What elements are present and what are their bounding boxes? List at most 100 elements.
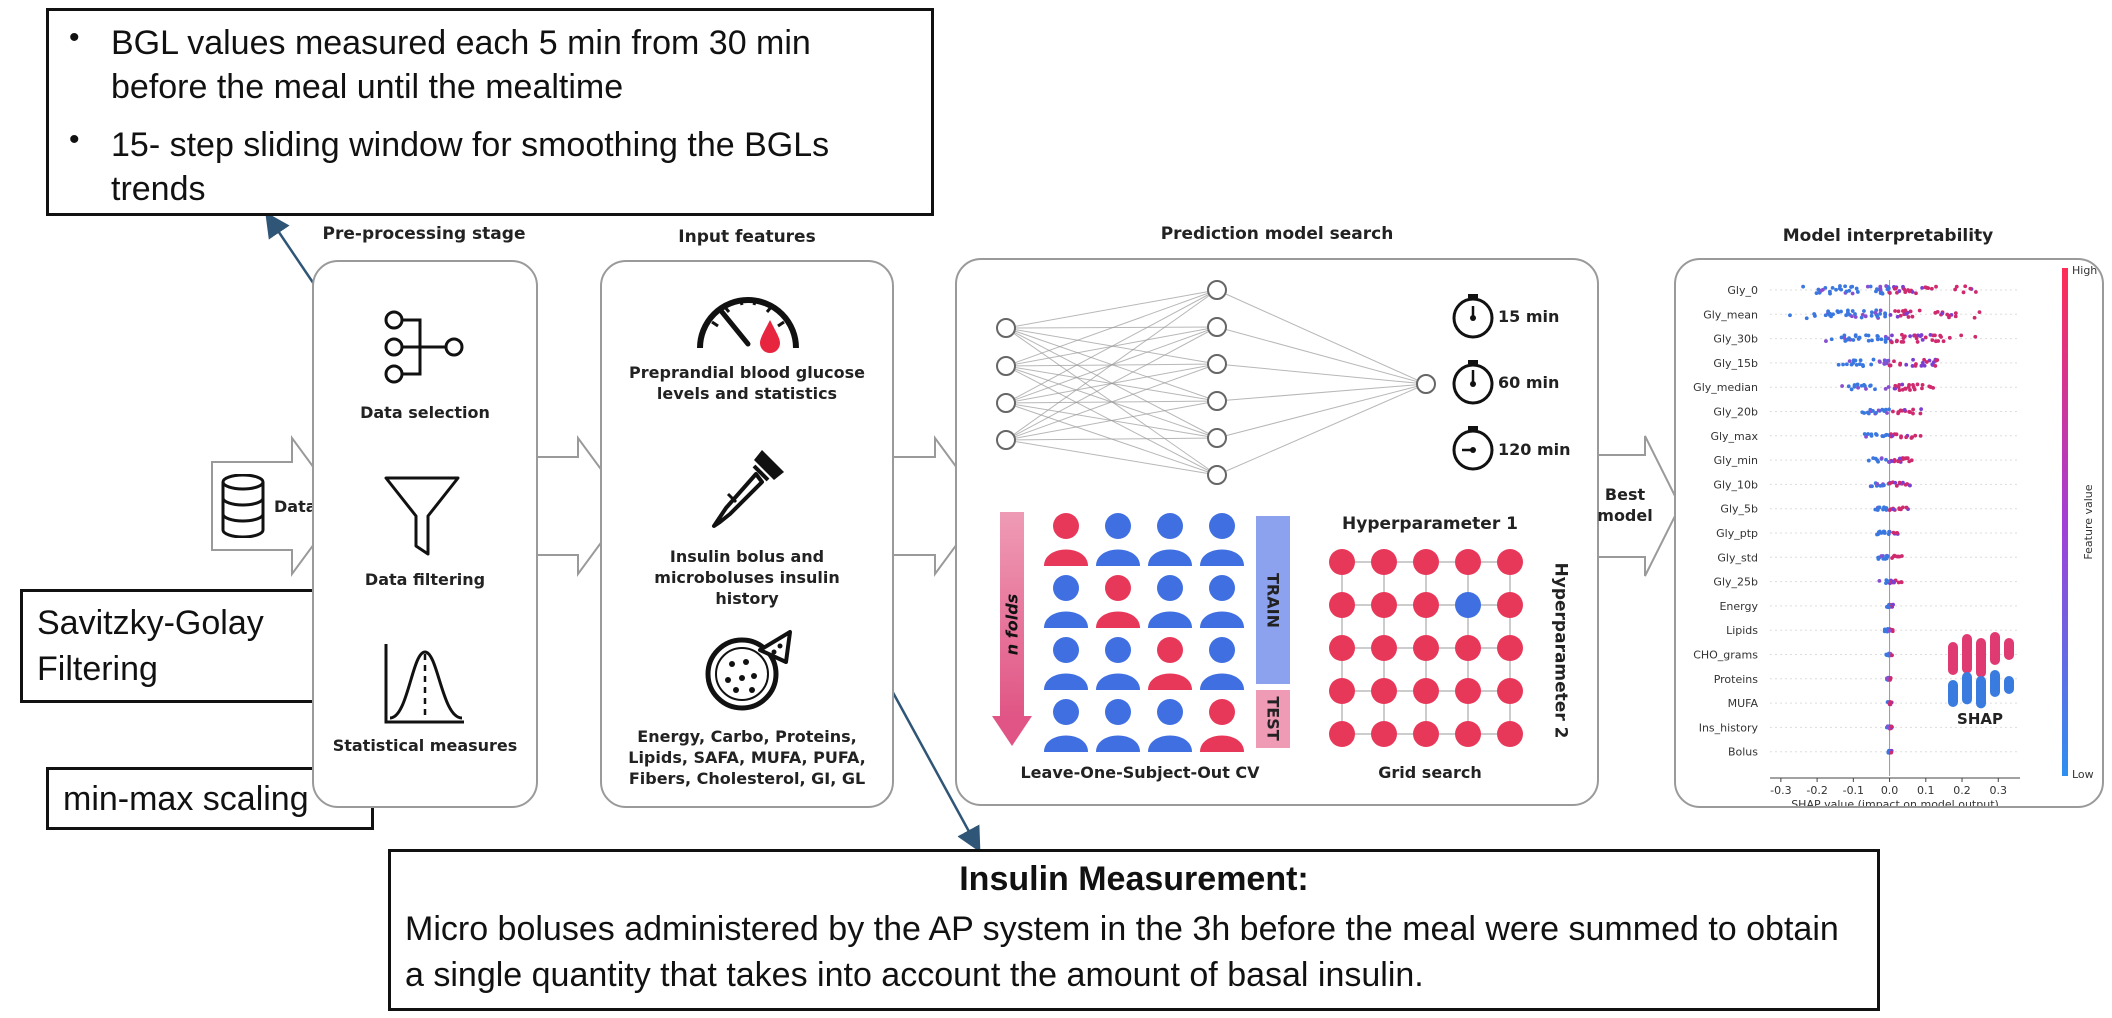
shap-point	[1938, 333, 1943, 338]
shap-point	[1886, 385, 1891, 389]
bullet-dot-2: •	[69, 123, 80, 156]
model-search-title: Prediction model search	[1160, 224, 1394, 244]
shap-point	[1934, 284, 1938, 289]
shap-point	[1908, 388, 1912, 392]
shap-point	[1883, 340, 1888, 344]
test-label: TEST	[1263, 696, 1283, 741]
hyperparameter-point	[1371, 721, 1397, 747]
nn-input-node	[996, 393, 1016, 413]
input-features-panel	[600, 260, 894, 808]
nn-edge	[1005, 400, 1218, 441]
hyperparameter-point	[1371, 678, 1397, 704]
shap-point	[1857, 362, 1862, 367]
shap-point	[1876, 459, 1880, 464]
shap-point	[1919, 333, 1924, 337]
nn-output-node	[1416, 374, 1436, 394]
shap-tick-label: 0.0	[1881, 784, 1899, 797]
nn-edge	[1216, 326, 1427, 385]
grid-search-label: Grid search	[1378, 763, 1482, 782]
hyperparameter-1-label: Hyperparameter 1	[1342, 514, 1518, 534]
shap-point	[1837, 286, 1842, 291]
shap-point	[1914, 336, 1919, 341]
shap-point	[1814, 291, 1819, 296]
shap-point	[1788, 313, 1792, 318]
shap-point	[1908, 309, 1913, 314]
shap-point	[1934, 358, 1939, 363]
shap-point	[1892, 432, 1897, 437]
hyperparameter-point	[1413, 721, 1439, 747]
shap-point	[1899, 435, 1903, 440]
shap-logo-bar	[1962, 672, 1972, 705]
shap-point	[1953, 311, 1958, 316]
nn-edge	[1005, 326, 1218, 441]
subject-person-icon	[1148, 575, 1192, 628]
nn-edge	[1005, 289, 1218, 329]
shap-point	[1849, 285, 1853, 289]
shap-point	[1897, 456, 1902, 461]
shap-point	[1909, 436, 1914, 440]
shap-point	[1925, 285, 1930, 290]
shap-point	[1918, 433, 1923, 438]
shap-point	[1931, 385, 1936, 390]
shap-point	[1891, 409, 1895, 414]
shap-point	[1813, 314, 1817, 318]
shap-point	[1841, 362, 1845, 367]
shap-point	[1892, 286, 1897, 291]
shap-point	[1930, 338, 1935, 343]
shap-point	[1870, 484, 1874, 489]
shap-point	[1858, 358, 1863, 363]
shap-point	[1830, 285, 1835, 290]
shap-point	[1907, 289, 1912, 294]
horizon-120: 120 min	[1498, 440, 1571, 459]
shap-point	[1884, 457, 1888, 462]
shap-tick-label: 0.2	[1953, 784, 1971, 797]
shap-point	[1973, 334, 1978, 339]
nn-hidden-node	[1207, 391, 1227, 411]
shap-point	[1933, 310, 1938, 315]
shap-logo-bar	[1990, 632, 2000, 665]
shap-point	[1897, 382, 1902, 387]
shap-point	[1849, 387, 1854, 392]
shap-point	[1885, 411, 1889, 415]
hyperparameter-point	[1371, 592, 1397, 618]
shap-point	[1887, 407, 1891, 412]
shap-point	[1839, 335, 1844, 340]
shap-point	[1912, 333, 1917, 338]
shap-point	[1923, 335, 1928, 340]
shap-point	[1909, 458, 1914, 463]
shap-point	[1827, 289, 1832, 294]
shap-point	[1878, 360, 1882, 364]
nn-hidden-node	[1207, 428, 1227, 448]
shap-point	[1927, 384, 1932, 389]
shap-point	[1901, 336, 1906, 341]
shap-point	[1881, 483, 1886, 488]
shap-point	[1897, 289, 1902, 293]
shap-feature-label: Gly_20b	[1713, 406, 1758, 419]
subject-person-icon	[1096, 575, 1140, 628]
insulin-feature-label: Insulin bolus and microboluses insulin h…	[654, 547, 840, 608]
bell-curve-icon	[384, 644, 464, 724]
shap-feature-label: Gly_25b	[1713, 576, 1758, 589]
shap-point	[1879, 337, 1884, 342]
shap-point	[1913, 433, 1918, 438]
shap-point	[1878, 311, 1882, 316]
shap-point	[1827, 312, 1832, 317]
shap-point	[1862, 432, 1867, 436]
shap-point	[1883, 311, 1887, 316]
shap-point	[1880, 291, 1885, 296]
shap-point	[1908, 483, 1912, 488]
shap-point	[1869, 313, 1874, 318]
shap-point	[1851, 361, 1856, 366]
shap-point	[1911, 357, 1915, 362]
nn-edge	[1005, 289, 1218, 367]
shap-point	[1878, 308, 1883, 313]
callout-min-max-scaling: min-max scaling	[46, 767, 374, 830]
shap-point	[1920, 386, 1924, 391]
min-max-text: min-max scaling	[63, 780, 309, 818]
shap-logo-bar	[2004, 638, 2014, 660]
hyperparameter-point	[1371, 549, 1397, 575]
hyperparameter-point	[1497, 592, 1523, 618]
subject-person-icon	[1044, 575, 1088, 628]
shap-tick-label: 0.1	[1917, 784, 1935, 797]
shap-feature-label: CHO_grams	[1693, 649, 1758, 662]
